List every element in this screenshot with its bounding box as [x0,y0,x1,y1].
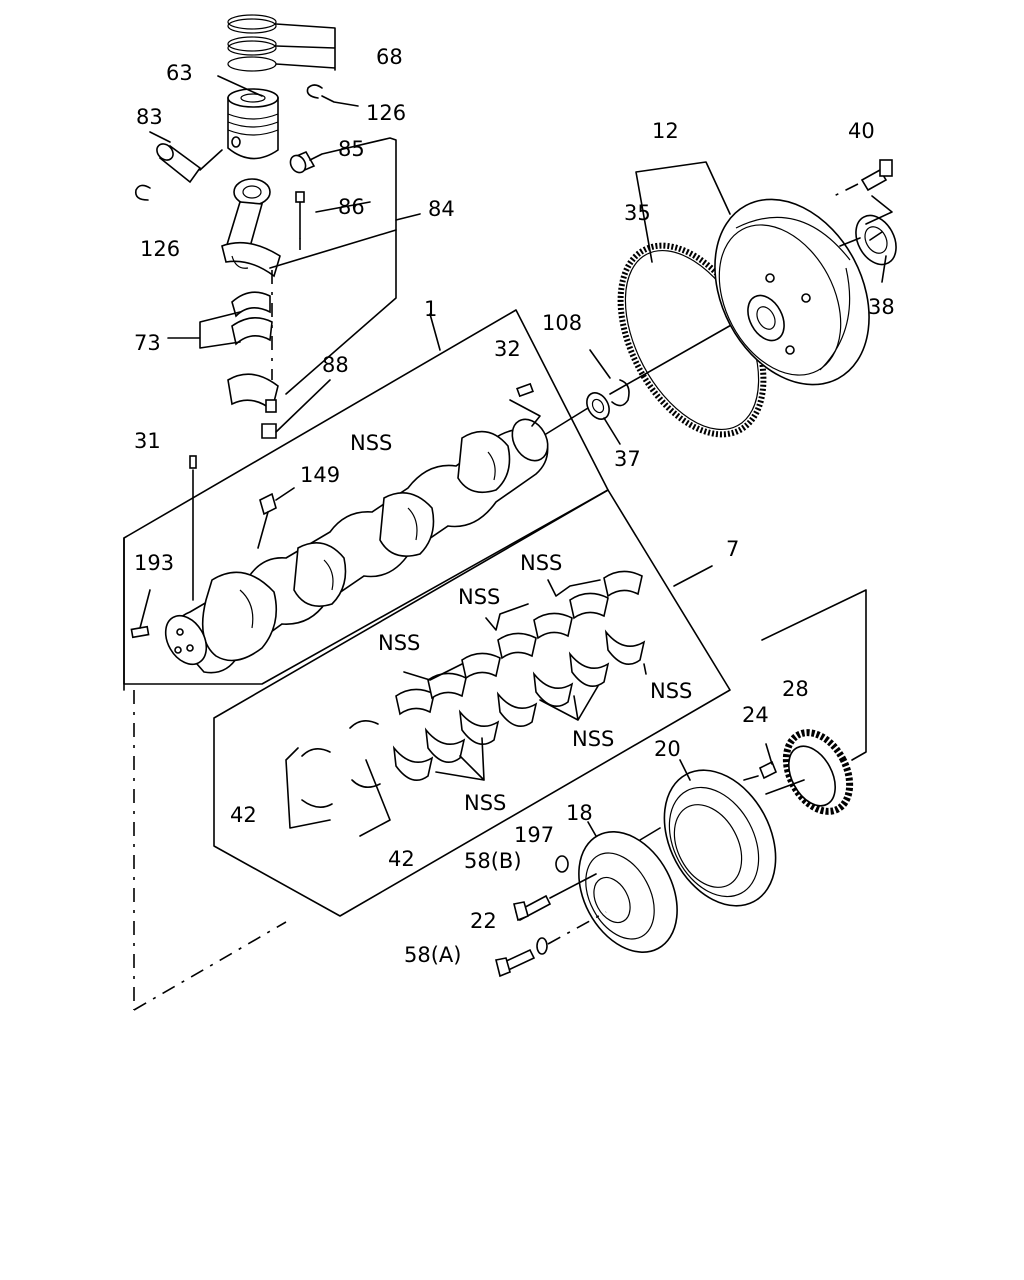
bolt-58a [495,948,536,978]
callout-nss-top: NSS [520,551,562,575]
callout-nss-right: NSS [650,679,692,703]
callout-32: 32 [494,337,521,361]
flywheel-leader-lines [635,161,893,263]
pilot-bearing-149 [257,487,295,549]
callout-28: 28 [782,677,809,701]
piston-pin [156,143,223,184]
callout-149: 149 [300,463,340,487]
callout-40: 40 [848,119,875,143]
crank-gear-28 [782,729,854,815]
thrust-washers-42 [285,720,391,837]
front-axis-line [547,779,805,945]
centerline [133,690,287,1011]
rod-cap [227,270,279,413]
callout-1: 1 [424,297,437,321]
callout-nss-mid: NSS [458,585,500,609]
callout-63: 63 [166,61,193,85]
callout-42-left: 42 [230,803,257,827]
snap-ring-lower [134,184,151,201]
callout-24: 24 [742,703,769,727]
callout-126-upper: 126 [366,101,406,125]
callout-labels: 68 63 126 83 85 86 84 126 73 88 1 32 108… [134,45,895,967]
nss-leader-lines [403,579,647,781]
callout-nss-left: NSS [378,631,420,655]
assembly-box-1 [123,309,609,691]
rod-bearing-upper [231,291,273,346]
callout-18: 18 [566,801,593,825]
rod-nut [261,423,277,439]
piston [227,88,279,160]
callout-126-lower: 126 [140,237,180,261]
callout-nss-lower-right: NSS [572,727,614,751]
assembly-box-7 [213,489,731,917]
callout-58b: 58(B) [464,849,522,873]
callout-85: 85 [338,137,365,161]
plate-38 [855,214,897,283]
callout-31: 31 [134,429,161,453]
dowel-pin-31 [189,455,197,601]
snap-ring-upper [306,84,323,99]
callout-nss-crank: NSS [350,431,392,455]
callout-58a: 58(A) [404,943,461,967]
callout-193: 193 [134,551,174,575]
pin-bushing [289,150,316,174]
crank-axis-line [545,319,741,435]
callout-197: 197 [514,823,554,847]
pin-193 [130,589,151,639]
bolt-24 [743,743,778,781]
rod-bolt [295,191,305,250]
main-bearings-lower [392,629,646,782]
piston-rings [227,14,336,72]
callout-35: 35 [624,201,651,225]
callout-20: 20 [654,737,681,761]
callout-86: 86 [338,195,365,219]
callout-88: 88 [322,353,349,377]
snap-ring-108 [589,349,630,407]
callout-73: 73 [134,331,161,355]
callout-83: 83 [136,105,163,129]
gear-box-28 [761,589,867,761]
callout-22: 22 [470,909,497,933]
washer-22 [536,937,548,955]
callout-7: 7 [726,537,739,561]
bolt-58b [513,873,597,922]
callout-12: 12 [652,119,679,143]
washer-197 [555,855,569,873]
callout-42-right: 42 [388,847,415,871]
callout-108: 108 [542,311,582,335]
pin-32 [509,382,541,427]
callout-84: 84 [428,197,455,221]
piston-leader-lines [149,75,421,433]
crankshaft [164,418,549,674]
damper-18 [578,821,678,953]
flywheel-bolt-40 [833,159,893,197]
oil-seal-37 [586,392,621,445]
pulley-20 [663,759,777,907]
callout-nss-bottom: NSS [464,791,506,815]
flywheel [714,198,870,386]
main-bearings-upper [395,570,643,716]
callout-68: 68 [376,45,403,69]
callout-37: 37 [614,447,641,471]
callout-38: 38 [868,295,895,319]
connecting-rod [221,178,281,278]
